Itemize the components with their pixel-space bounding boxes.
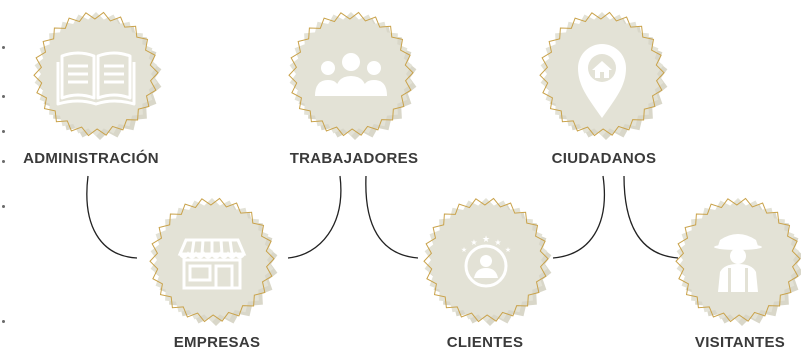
svg-text:★: ★	[482, 235, 490, 245]
badge-ciudadanos	[534, 6, 670, 142]
svg-text:★: ★	[470, 238, 477, 247]
badge-clientes: ★ ★ ★ ★ ★	[418, 192, 554, 328]
map-pin-home-icon	[578, 44, 626, 118]
svg-text:★: ★	[505, 246, 511, 254]
svg-text:★: ★	[461, 246, 467, 254]
connector-trabajadores-empresas	[287, 175, 342, 259]
badge-visitantes	[670, 192, 801, 328]
label-administracion: ADMINISTRACIÓN	[23, 150, 159, 167]
connector-administracion-empresas	[86, 175, 138, 259]
edge-dot	[2, 320, 5, 323]
storefront-icon	[177, 238, 247, 290]
connector-ciudadanos-visitantes	[623, 175, 679, 259]
label-empresas: EMPRESAS	[173, 334, 261, 351]
badge-trabajadores	[283, 6, 419, 142]
edge-dot	[2, 205, 5, 208]
edge-dot	[2, 46, 5, 49]
svg-text:★: ★	[494, 238, 501, 247]
edge-dot	[2, 160, 5, 163]
connector-trabajadores-clientes	[365, 175, 419, 259]
label-ciudadanos: CIUDADANOS	[551, 150, 657, 167]
label-visitantes: VISITANTES	[694, 334, 786, 351]
visitor-hat-icon	[714, 234, 762, 292]
people-group-icon	[315, 53, 387, 96]
label-clientes: CLIENTES	[446, 334, 524, 351]
badge-administracion	[28, 6, 164, 142]
customer-rating-icon: ★ ★ ★ ★ ★	[461, 235, 511, 288]
label-trabajadores: TRABAJADORES	[289, 150, 419, 167]
connector-ciudadanos-clientes	[552, 175, 605, 259]
badge-empresas	[144, 192, 280, 328]
edge-dot	[2, 130, 5, 133]
book-icon	[56, 51, 136, 106]
edge-dot	[2, 95, 5, 98]
